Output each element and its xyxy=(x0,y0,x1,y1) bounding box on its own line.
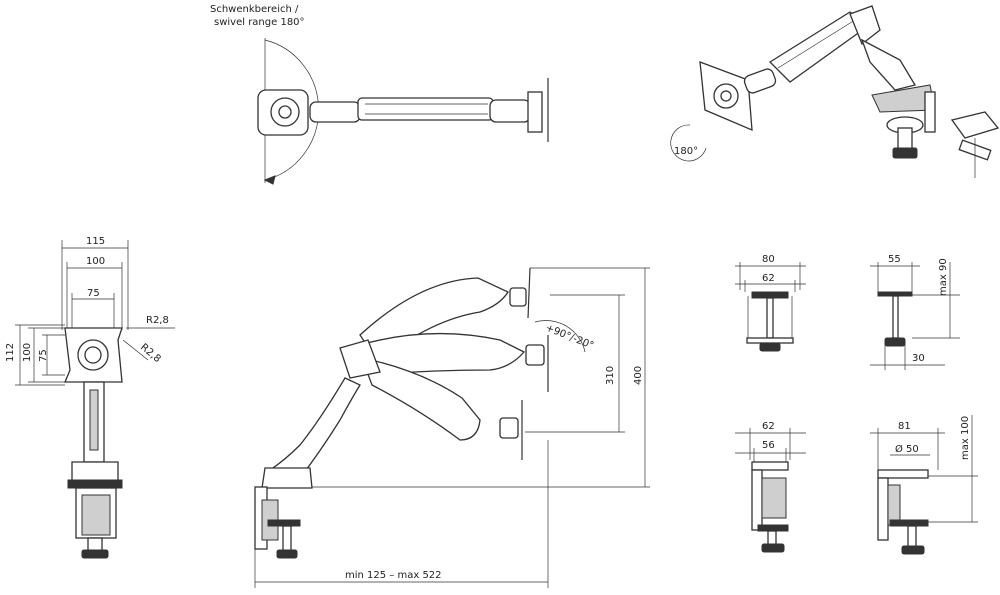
iso-lower-arm xyxy=(860,38,917,91)
side-tilt-label: +90°/-20° xyxy=(544,323,595,352)
detail-d-phi50: Ø 50 xyxy=(895,443,919,455)
detail-d-clamp xyxy=(877,477,889,541)
detail-c-clamp xyxy=(751,469,763,531)
clamp-detail-c: 62 56 xyxy=(735,421,806,553)
detail-d-max100: max 100 xyxy=(960,416,971,460)
front-view: 115 100 75 R2,8 R2,8 112 100 75 xyxy=(5,236,175,559)
arm-joint-2 xyxy=(489,99,531,123)
arm-down xyxy=(360,357,481,441)
swivel-arrow-head xyxy=(263,175,276,185)
detail-b-55: 55 xyxy=(888,254,901,265)
front-dim-r28-a: R2,8 xyxy=(146,315,169,326)
detail-a-80: 80 xyxy=(762,254,775,265)
front-dim-100: 100 xyxy=(86,256,105,267)
front-dim-112: 112 xyxy=(5,343,16,362)
front-dim-r28-b: R2,8 xyxy=(138,342,163,365)
clamp-detail-d: 81 Ø 50 max 100 xyxy=(870,415,978,555)
monitor-top xyxy=(527,267,531,319)
detail-a-62: 62 xyxy=(762,273,775,284)
rotation-arrow xyxy=(670,124,707,162)
detail-c-56: 56 xyxy=(762,440,775,451)
detail-d-81: 81 xyxy=(898,421,911,432)
side-column xyxy=(268,377,361,479)
swivel-label-en: swivel range 180° xyxy=(214,17,305,28)
front-dim-115: 115 xyxy=(86,236,105,247)
clamp-detail-a: 80 62 xyxy=(735,254,806,352)
swivel-label-de: Schwenkbereich / xyxy=(210,4,299,15)
side-view: 400 310 +90°/-20° min 125 – max 522 xyxy=(254,267,650,588)
clamp-detail-b: 55 max 90 30 xyxy=(870,254,960,370)
arm-upper-top xyxy=(357,97,494,121)
arm-mid xyxy=(359,332,526,376)
arm-joint-1 xyxy=(309,101,361,123)
rotation-label: 180° xyxy=(674,146,698,157)
side-dim-310: 310 xyxy=(605,366,616,385)
detail-c-62: 62 xyxy=(762,421,775,432)
top-view-swivel: Schwenkbereich / swivel range 180° xyxy=(210,4,549,185)
detail-b-max90: max 90 xyxy=(938,258,949,296)
front-dim-100-v: 100 xyxy=(22,343,33,362)
side-dim-400: 400 xyxy=(633,366,644,385)
side-dim-reach: min 125 – max 522 xyxy=(345,570,442,581)
front-dim-75: 75 xyxy=(87,288,100,299)
iso-view: 180° xyxy=(670,5,1000,178)
desk-plate-top xyxy=(527,91,543,133)
detail-b-30: 30 xyxy=(912,353,925,364)
iso-detail-plate xyxy=(950,111,1000,139)
front-dim-75-v: 75 xyxy=(38,349,49,362)
